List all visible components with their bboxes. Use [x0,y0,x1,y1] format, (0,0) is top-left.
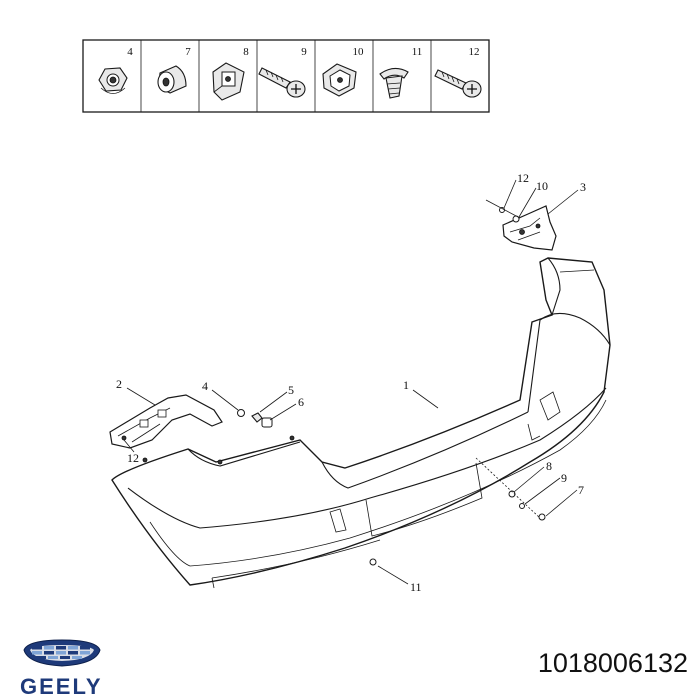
rear-bumper-cover [111,257,611,589]
callout-12-left: 12 [127,451,139,465]
callout-9: 9 [561,471,567,485]
legend-number: 7 [185,46,191,58]
callout-12-top: 12 [517,171,529,185]
right-bumper-bracket [502,205,557,251]
callout-8: 8 [546,459,552,473]
push-rivet-icon [379,67,409,99]
part-number: 1018006132 [537,648,688,678]
leader-lines [123,179,579,585]
callout-3: 3 [580,180,586,194]
legend-number: 11 [412,46,423,58]
screw-icon [258,67,306,98]
legend-cell-9: 9 [258,46,307,98]
fastener-legend: 4 7 8 [82,39,490,113]
rubber-bushing-icon [157,65,187,94]
square-clip-icon [322,63,357,97]
callout-7: 7 [578,483,584,497]
callout-6: 6 [298,395,304,409]
callout-labels: 1 2 3 4 5 6 7 8 9 10 11 12 12 [116,171,586,594]
callout-2: 2 [116,377,122,391]
legend-number: 8 [243,46,249,58]
legend-number: 9 [301,46,307,58]
legend-cell-4: 4 [98,46,133,94]
legend-cell-11: 11 [379,46,423,99]
legend-number: 12 [469,46,480,58]
callout-5: 5 [288,383,294,397]
legend-cell-12: 12 [434,46,482,98]
brand-name: GEELY [20,674,103,699]
clip-nut-icon [212,62,245,101]
callout-1: 1 [403,378,409,392]
callout-11: 11 [410,580,422,594]
legend-number: 10 [353,46,365,58]
callout-4: 4 [202,379,208,393]
callout-10: 10 [536,179,548,193]
legend-number: 4 [127,46,133,58]
left-bumper-bracket [109,394,223,449]
legend-cell-7: 7 [157,46,191,94]
legend-cell-10: 10 [322,46,365,97]
geely-logo-emblem [23,639,101,667]
self-tapping-screw-icon [434,69,482,98]
flange-nut-icon [98,67,128,94]
legend-cell-8: 8 [212,46,249,101]
